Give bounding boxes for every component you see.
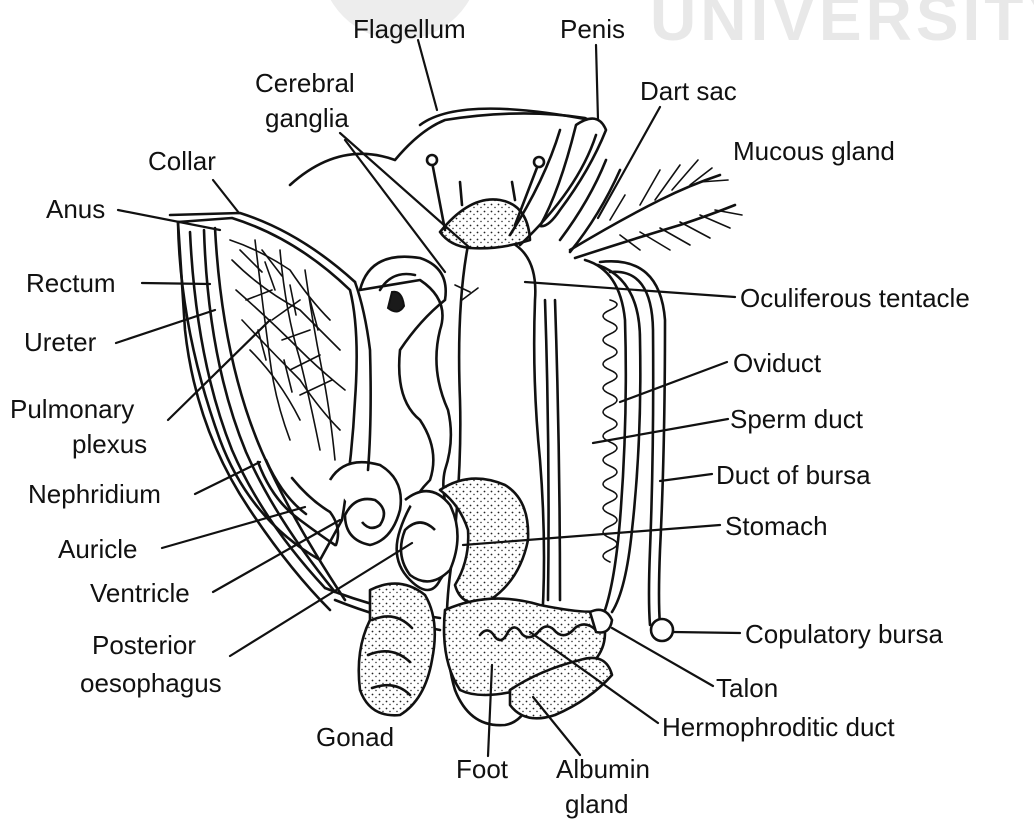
label-duct-of-bursa: Duct of bursa: [716, 460, 871, 490]
label-albumin-gland-2: gland: [565, 789, 629, 819]
label-gonad: Gonad: [316, 722, 394, 752]
label-cerebral-ganglia-1: Cerebral: [255, 68, 355, 98]
label-oculiferous-tentacle: Oculiferous tentacle: [740, 283, 970, 313]
label-flagellum: Flagellum: [353, 14, 466, 44]
label-copulatory-bursa: Copulatory bursa: [745, 619, 944, 649]
anatomy-drawing: [170, 109, 742, 726]
label-hermaphroditic-duct: Hermophroditic duct: [662, 712, 895, 742]
label-talon: Talon: [716, 673, 778, 703]
label-posterior-oesophagus-1: Posterior: [92, 630, 196, 660]
label-mucous-gland: Mucous gland: [733, 136, 895, 166]
label-oviduct: Oviduct: [733, 348, 822, 378]
label-pulmonary-plexus-1: Pulmonary: [10, 394, 134, 424]
label-anus: Anus: [46, 194, 105, 224]
label-penis: Penis: [560, 14, 625, 44]
pulmonary-plexus-network: [230, 240, 345, 460]
label-foot: Foot: [456, 754, 509, 784]
label-albumin-gland-1: Albumin: [556, 754, 650, 784]
label-sperm-duct: Sperm duct: [730, 404, 864, 434]
label-collar: Collar: [148, 146, 216, 176]
label-nephridium: Nephridium: [28, 479, 161, 509]
label-stomach: Stomach: [725, 511, 828, 541]
label-cerebral-ganglia-2: ganglia: [265, 103, 349, 133]
label-dart-sac: Dart sac: [640, 76, 737, 106]
watermark-text: UNIVERSITY: [650, 0, 1034, 54]
label-auricle: Auricle: [58, 534, 137, 564]
label-posterior-oesophagus-2: oesophagus: [80, 668, 222, 698]
label-pulmonary-plexus-2: plexus: [72, 429, 147, 459]
label-ventricle: Ventricle: [90, 578, 190, 608]
label-rectum: Rectum: [26, 268, 116, 298]
label-ureter: Ureter: [24, 327, 97, 357]
mucous-gland-branches: [570, 160, 742, 258]
